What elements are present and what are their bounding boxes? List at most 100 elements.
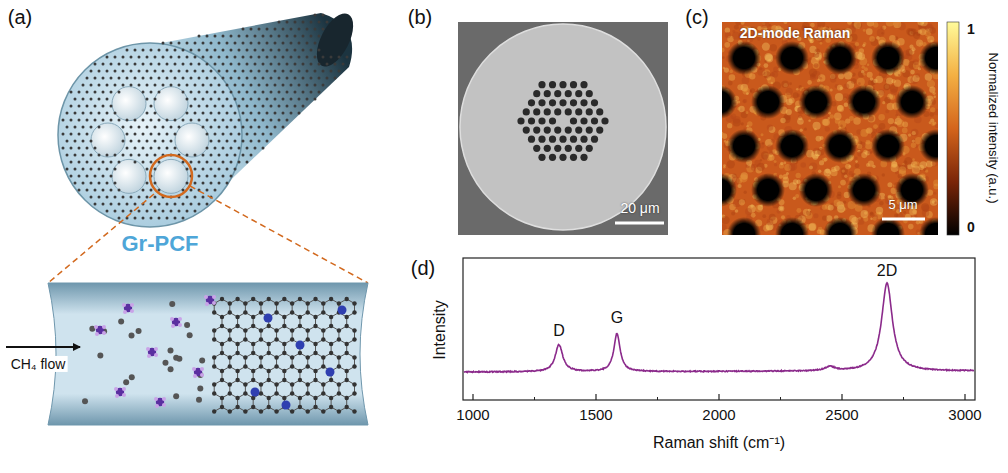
graphene-dot bbox=[182, 77, 185, 80]
graphene-dot bbox=[222, 133, 225, 136]
graphene-dot bbox=[266, 42, 269, 45]
graphene-dot bbox=[218, 98, 221, 101]
molecule-atom bbox=[162, 397, 166, 401]
carbon-atom bbox=[228, 391, 232, 395]
molecule-atom bbox=[162, 403, 166, 407]
carbon-atom bbox=[306, 328, 310, 332]
raman-speckle bbox=[919, 42, 922, 45]
graphene-dot bbox=[330, 70, 333, 73]
graphene-dot bbox=[298, 28, 301, 31]
graphene-dot bbox=[146, 182, 149, 185]
raman-speckle bbox=[865, 128, 870, 133]
graphene-dot bbox=[290, 56, 293, 59]
raman-speckle bbox=[808, 224, 815, 231]
carbon-atom bbox=[321, 409, 325, 413]
graphene-dot bbox=[242, 98, 245, 101]
carbon-atom bbox=[352, 328, 356, 332]
carbon-atom bbox=[220, 351, 224, 355]
graphene-dot bbox=[90, 196, 93, 199]
graphene-dot bbox=[106, 182, 109, 185]
graphene-dot bbox=[90, 140, 93, 143]
graphene-dot bbox=[246, 49, 249, 52]
raman-speckle bbox=[747, 121, 752, 126]
graphene-dot bbox=[78, 189, 81, 192]
graphene-dot bbox=[154, 210, 157, 213]
carbon-atom bbox=[282, 378, 286, 382]
raman-speckle bbox=[814, 63, 819, 68]
carbon-atom bbox=[184, 322, 190, 328]
graphene-dot bbox=[254, 91, 257, 94]
graphene-dot bbox=[158, 147, 161, 150]
carbon-atom bbox=[352, 391, 356, 395]
graphene-dot bbox=[218, 84, 221, 87]
raman-speckle bbox=[902, 70, 909, 77]
fiber-pore bbox=[91, 123, 125, 157]
graphene-dot bbox=[86, 105, 89, 108]
air-hole bbox=[549, 136, 556, 143]
graphene-dot bbox=[334, 63, 337, 66]
raman-speckle bbox=[725, 32, 731, 38]
graphene-dot bbox=[278, 63, 281, 66]
graphene-dot bbox=[66, 126, 69, 129]
graphene-dot bbox=[170, 126, 173, 129]
air-hole bbox=[591, 117, 598, 124]
graphene-dot bbox=[142, 161, 145, 164]
graphene-dot bbox=[150, 203, 153, 206]
graphene-dot bbox=[210, 154, 213, 157]
raman-speckle bbox=[778, 205, 784, 211]
raman-speckle bbox=[796, 173, 801, 178]
carbon-atom bbox=[212, 355, 216, 359]
graphene-dot bbox=[246, 63, 249, 66]
graphene-dot bbox=[130, 210, 133, 213]
air-hole bbox=[549, 81, 556, 88]
graphene-dot bbox=[106, 196, 109, 199]
raman-speckle bbox=[822, 215, 827, 220]
graphene-dot bbox=[218, 140, 221, 143]
graphene-dot bbox=[262, 35, 265, 38]
raman-speckle bbox=[814, 128, 817, 131]
graphene-dot bbox=[278, 119, 281, 122]
graphene-dot bbox=[186, 168, 189, 171]
graphene-dot bbox=[282, 42, 285, 45]
methane-molecule bbox=[154, 397, 166, 408]
air-hole bbox=[591, 136, 598, 143]
graphene-dot bbox=[126, 147, 129, 150]
raman-speckle bbox=[755, 205, 763, 213]
carbon-atom bbox=[274, 355, 278, 359]
carbon-atom bbox=[337, 355, 341, 359]
graphene-dot bbox=[106, 98, 109, 101]
carbon-atom bbox=[306, 391, 310, 395]
graphene-dot bbox=[234, 56, 237, 59]
graphene-dot bbox=[274, 56, 277, 59]
carbon-atom bbox=[329, 378, 333, 382]
graphene-dot bbox=[326, 63, 329, 66]
raman-speckle bbox=[931, 122, 935, 126]
graphene-dot bbox=[102, 63, 105, 66]
air-hole bbox=[565, 145, 572, 152]
graphene-dot bbox=[182, 217, 185, 220]
air-hole bbox=[559, 99, 566, 106]
carbon-atom bbox=[267, 351, 271, 355]
graphene-dot bbox=[78, 91, 81, 94]
graphene-dot bbox=[186, 112, 189, 115]
graphene-dot bbox=[318, 49, 321, 52]
graphene-dot bbox=[106, 70, 109, 73]
raman-speckle bbox=[866, 28, 873, 35]
graphene-dot bbox=[118, 217, 121, 220]
raman-speckle bbox=[894, 213, 898, 217]
raman-background bbox=[722, 22, 938, 235]
raman-speckle bbox=[855, 163, 860, 168]
graphene-dot bbox=[182, 119, 185, 122]
carbon-atom bbox=[259, 382, 263, 386]
molecule-atom bbox=[178, 317, 182, 321]
graphene-dot bbox=[174, 147, 177, 150]
carbon-atom bbox=[228, 355, 232, 359]
graphene-dot bbox=[142, 147, 145, 150]
carbon-atom bbox=[228, 337, 232, 341]
graphene-dot bbox=[150, 63, 153, 66]
graphene-dot bbox=[126, 133, 129, 136]
graphene-dot bbox=[234, 168, 237, 171]
graphene-dot bbox=[150, 217, 153, 220]
raman-speckle bbox=[933, 179, 938, 186]
graphene-dot bbox=[158, 119, 161, 122]
